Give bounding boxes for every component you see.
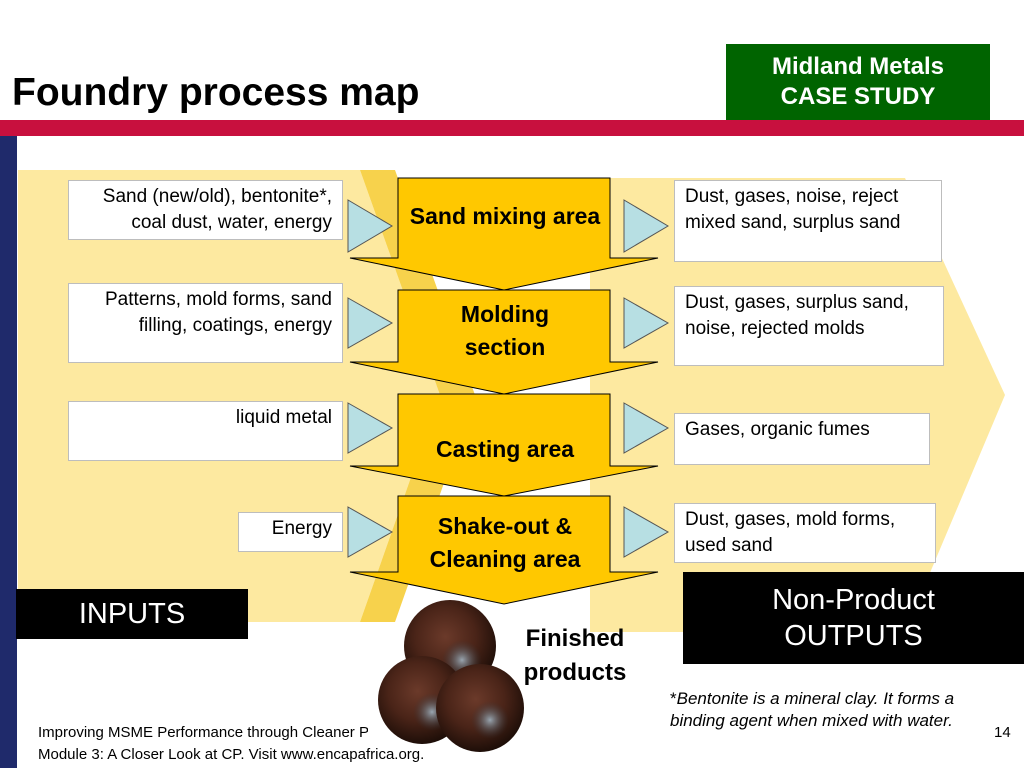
output-box-casting: Gases, organic fumes bbox=[674, 413, 930, 465]
non-product-line1: Non-Product bbox=[772, 584, 935, 616]
step-label-shakeout: Shake-out & Cleaning area bbox=[429, 513, 581, 572]
step-arrow-casting bbox=[349, 393, 659, 497]
output-box-shakeout: Dust, gases, mold forms, used sand bbox=[674, 503, 936, 563]
inputs-label: INPUTS bbox=[16, 589, 248, 639]
page-number: 14 bbox=[994, 724, 1011, 741]
input-triangle-2 bbox=[347, 297, 394, 349]
footer-line2: Module 3: A Closer Look at CP. Visit www… bbox=[38, 746, 425, 763]
input-triangle-1 bbox=[347, 199, 393, 253]
non-product-outputs-label: Non-Product OUTPUTS bbox=[683, 572, 1024, 664]
footnote-text: Bentonite is a mineral clay. It forms a … bbox=[670, 689, 955, 730]
output-box-sand-mixing: Dust, gases, noise, reject mixed sand, s… bbox=[674, 180, 942, 262]
output-triangle-4 bbox=[623, 506, 670, 558]
finished-line2: products bbox=[523, 659, 627, 686]
footer-line1: Improving MSME Performance through Clean… bbox=[38, 724, 368, 741]
output-box-molding: Dust, gases, surplus sand, noise, reject… bbox=[674, 286, 944, 366]
finished-line1: Finished bbox=[525, 625, 625, 652]
step-arrow-shakeout bbox=[349, 495, 659, 605]
input-triangle-3 bbox=[347, 402, 394, 454]
left-accent-bar bbox=[0, 136, 17, 768]
footnote-asterisk: * bbox=[670, 689, 677, 708]
non-product-line2: OUTPUTS bbox=[784, 620, 923, 652]
output-triangle-3 bbox=[623, 402, 670, 454]
page-title: Foundry process map bbox=[12, 71, 420, 114]
input-triangle-4 bbox=[347, 506, 394, 558]
input-box-shakeout: Energy bbox=[238, 512, 343, 552]
footer-line1-clip: Improving MSME Performance through Clean… bbox=[38, 722, 368, 744]
step-label-molding: Molding section bbox=[460, 301, 550, 360]
finished-product-ball-3 bbox=[436, 664, 524, 752]
finished-products-label: Finished products bbox=[510, 622, 640, 690]
step-arrow-molding bbox=[349, 289, 659, 395]
bentonite-footnote: *Bentonite is a mineral clay. It forms a… bbox=[670, 688, 970, 732]
step-label-casting: Casting area bbox=[435, 436, 575, 462]
output-triangle-2 bbox=[623, 297, 670, 349]
input-box-casting: liquid metal bbox=[68, 401, 343, 461]
output-triangle-1 bbox=[623, 199, 669, 253]
inputs-label-text: INPUTS bbox=[78, 598, 186, 630]
step-label-sand-mixing: Sand mixing area bbox=[409, 203, 601, 229]
case-study-company: Midland Metals bbox=[771, 53, 945, 80]
header-divider bbox=[0, 120, 1024, 136]
input-box-sand-mixing: Sand (new/old), bentonite*, coal dust, w… bbox=[68, 180, 343, 240]
step-arrow-sand-mixing bbox=[349, 177, 659, 291]
case-study-badge: Midland Metals CASE STUDY bbox=[726, 44, 990, 120]
input-box-molding: Patterns, mold forms, sand filling, coat… bbox=[68, 283, 343, 363]
case-study-label: CASE STUDY bbox=[780, 83, 936, 110]
